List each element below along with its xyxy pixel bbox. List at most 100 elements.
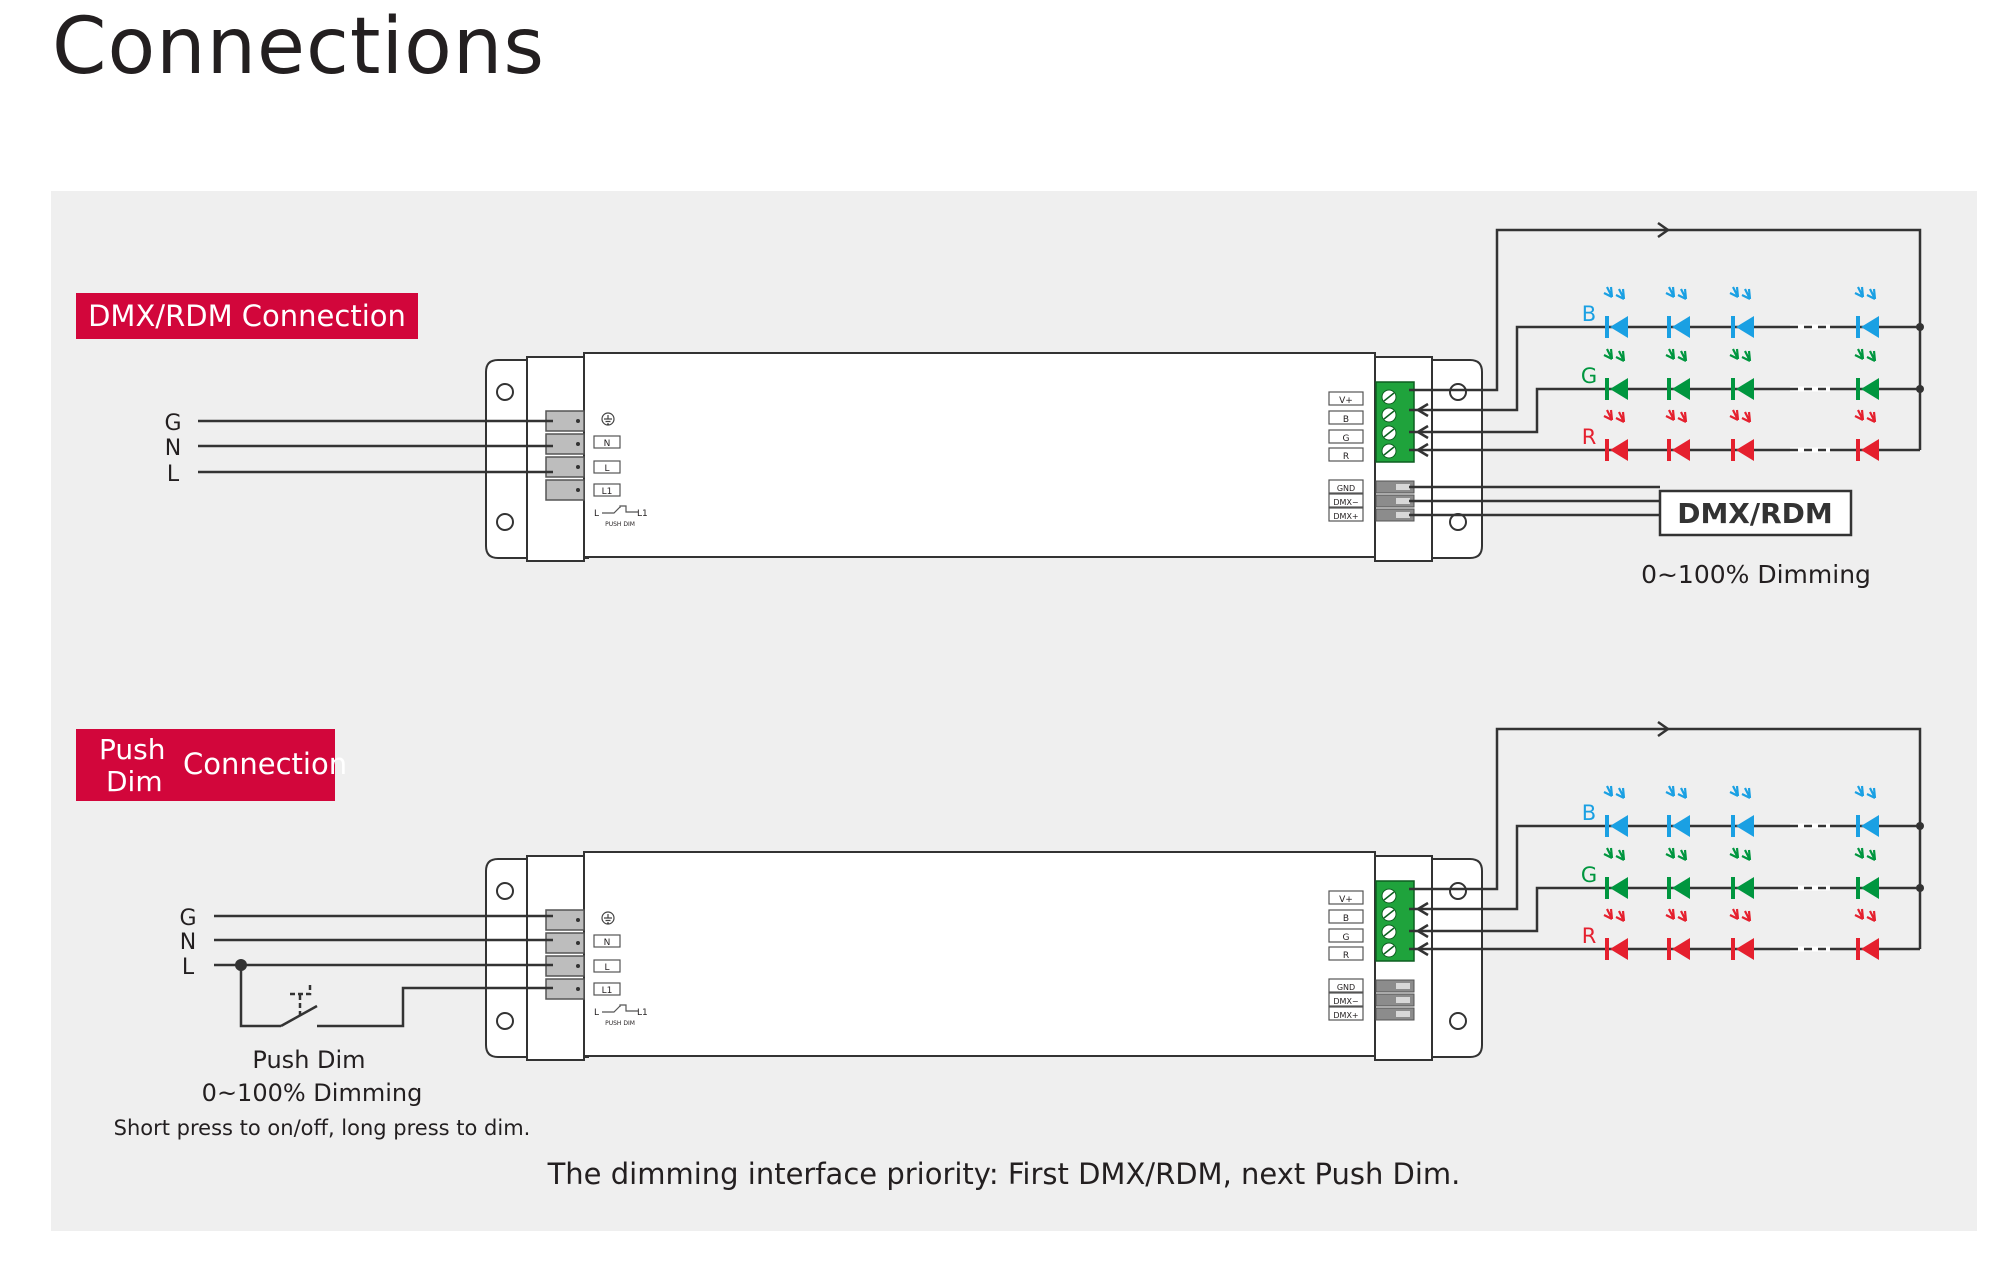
led-icon bbox=[1728, 285, 1754, 338]
led-icon bbox=[1602, 846, 1628, 899]
led-icon bbox=[1853, 285, 1879, 338]
led-icon bbox=[1853, 347, 1879, 400]
input-terminal-block bbox=[545, 479, 585, 501]
push-switch-mark bbox=[602, 505, 638, 514]
output-terminal-label: R bbox=[1343, 951, 1349, 961]
output-terminal-label-box bbox=[1328, 890, 1364, 905]
input-terminal-label-box bbox=[593, 982, 621, 996]
input-terminal-label: L bbox=[604, 464, 609, 474]
mounting-hole bbox=[1449, 513, 1467, 531]
mains-label-l: L bbox=[167, 462, 180, 487]
terminal-screw-dot bbox=[576, 918, 580, 922]
led-icon bbox=[1602, 285, 1628, 338]
mounting-hole bbox=[496, 513, 514, 531]
channel-label: R bbox=[1582, 924, 1597, 948]
push-dim-mark: PUSH DIM bbox=[605, 521, 635, 528]
terminal-screw-dot bbox=[576, 419, 580, 423]
return-arrow-icon bbox=[1417, 424, 1429, 440]
dmx-rdm-connection-badge: DMX/RDM Connection bbox=[76, 293, 418, 339]
input-terminal-label: L bbox=[604, 963, 609, 973]
terminal-screw-dot bbox=[576, 488, 580, 492]
badge-connection-word: Connection bbox=[183, 747, 348, 781]
screw-slot bbox=[1383, 945, 1395, 955]
channel-label: G bbox=[1581, 863, 1597, 887]
input-terminal-label-box bbox=[593, 934, 621, 948]
terminal-screw-dot bbox=[576, 442, 580, 446]
led-icon bbox=[1728, 846, 1754, 899]
ground-icon bbox=[601, 412, 615, 426]
led-icon bbox=[1728, 784, 1754, 837]
led-icon bbox=[1602, 408, 1628, 461]
push-button-icon bbox=[290, 984, 312, 1016]
dmx-rdm-box-label: DMX/RDM bbox=[1677, 497, 1833, 530]
switch-l1-label: L1 bbox=[637, 509, 648, 519]
dmx-terminal-slot bbox=[1396, 498, 1410, 504]
return-arrow-icon bbox=[1417, 923, 1429, 939]
dmx-terminal-label-box bbox=[1328, 507, 1364, 522]
dmx-terminal-label: GND bbox=[1337, 983, 1355, 992]
badge-dim-word: Dim bbox=[106, 765, 163, 798]
dmx-terminal-label-box bbox=[1328, 992, 1364, 1007]
input-terminal-block bbox=[545, 433, 585, 455]
channel-label: B bbox=[1582, 302, 1596, 326]
screw-slot bbox=[1383, 392, 1395, 402]
input-terminal-label-box bbox=[593, 435, 621, 449]
dmx-terminal-label-box bbox=[1328, 479, 1364, 494]
channel-label: B bbox=[1582, 801, 1596, 825]
led-icon bbox=[1602, 907, 1628, 960]
output-terminal-label: R bbox=[1343, 452, 1349, 462]
led-icon bbox=[1728, 408, 1754, 461]
mounting-hole bbox=[496, 383, 514, 401]
switch-l-label: L bbox=[594, 1008, 599, 1018]
flow-arrow-icon bbox=[1657, 221, 1669, 239]
screw-slot bbox=[1383, 428, 1395, 438]
dmx-terminal-slot bbox=[1396, 997, 1410, 1003]
v-plus-wire bbox=[1409, 727, 1922, 891]
output-terminal-label: V+ bbox=[1339, 396, 1353, 406]
switch-wire-right bbox=[317, 986, 553, 1028]
input-terminal-block bbox=[545, 909, 585, 931]
output-terminal-label-box bbox=[1328, 429, 1364, 444]
dimming-label: 0~100% Dimming bbox=[1641, 560, 1871, 589]
led-icon bbox=[1602, 784, 1628, 837]
mains-label-n: N bbox=[165, 436, 181, 461]
badge-push-word: Push bbox=[99, 733, 166, 766]
dmx-terminal-label-box bbox=[1328, 493, 1364, 508]
screw-slot bbox=[1383, 410, 1395, 420]
push-dim-connection-badge: Push Dim Connection bbox=[76, 729, 347, 801]
output-terminal-label-box bbox=[1328, 946, 1364, 961]
dmx-terminal-label: DMX− bbox=[1333, 498, 1358, 507]
return-arrow-icon bbox=[1417, 941, 1429, 957]
led-icon bbox=[1664, 285, 1690, 338]
return-arrow-icon bbox=[1417, 402, 1429, 418]
led-icon bbox=[1664, 907, 1690, 960]
input-terminal-label: L1 bbox=[602, 487, 613, 497]
page-title: Connections bbox=[52, 2, 545, 92]
led-icon bbox=[1664, 784, 1690, 837]
channel-label: G bbox=[1581, 364, 1597, 388]
terminal-screw-dot bbox=[576, 941, 580, 945]
driver-body bbox=[583, 352, 1376, 558]
led-icon bbox=[1602, 347, 1628, 400]
led-icon bbox=[1728, 907, 1754, 960]
usage-note: Short press to on/off, long press to dim… bbox=[114, 1116, 531, 1140]
output-terminal-label-box bbox=[1328, 447, 1364, 462]
output-terminal-label-box bbox=[1328, 909, 1364, 924]
input-terminal-label: N bbox=[604, 439, 611, 449]
flow-arrow-icon bbox=[1657, 720, 1669, 738]
channel-return-wire bbox=[1409, 387, 1539, 434]
input-terminal-label-box bbox=[593, 460, 621, 474]
switch-l1-label: L1 bbox=[637, 1008, 648, 1018]
mounting-hole bbox=[1449, 383, 1467, 401]
push-dim-label: Push Dim bbox=[252, 1046, 365, 1074]
screw-slot bbox=[1383, 891, 1395, 901]
dmx-terminal-label: DMX− bbox=[1333, 997, 1358, 1006]
switch-l-label: L bbox=[594, 509, 599, 519]
dmx-terminal-label: GND bbox=[1337, 484, 1355, 493]
output-terminal-label-box bbox=[1328, 410, 1364, 425]
led-icon bbox=[1853, 846, 1879, 899]
push-dim-mark: PUSH DIM bbox=[605, 1020, 635, 1027]
dmx-terminal-slot bbox=[1396, 512, 1410, 518]
input-terminal-block bbox=[545, 456, 585, 478]
